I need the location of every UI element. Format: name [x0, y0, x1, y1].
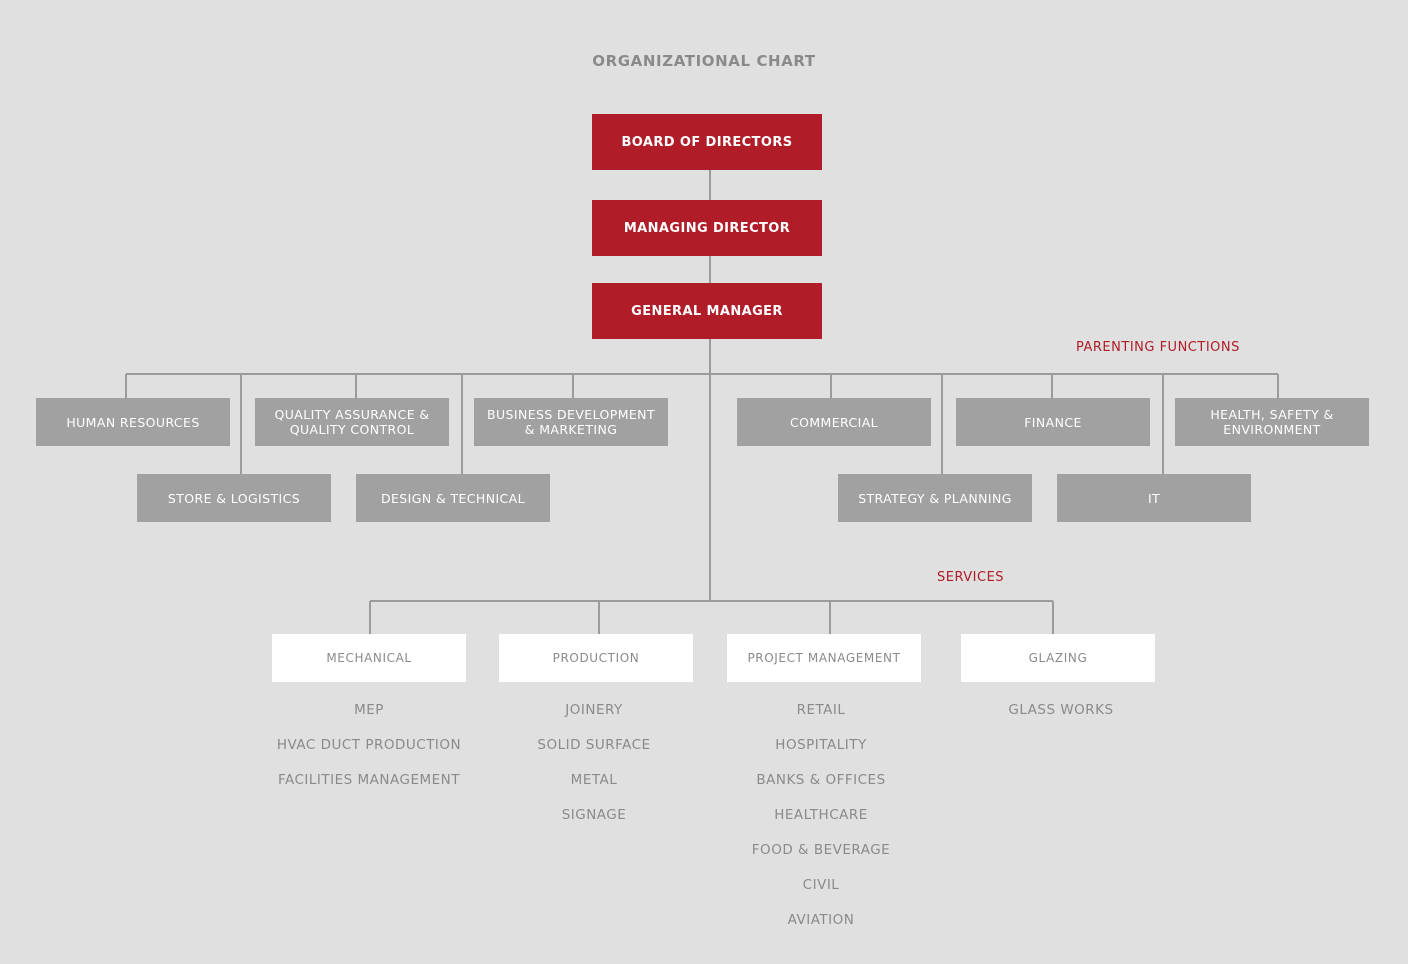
project-management-item: BANKS & OFFICES: [756, 772, 886, 788]
project-management-item: AVIATION: [787, 912, 855, 928]
managing-director-box: MANAGING DIRECTOR: [592, 200, 822, 256]
production-item: JOINERY: [565, 702, 623, 718]
chart-title: ORGANIZATIONAL CHART: [592, 52, 816, 70]
glazing-box: GLAZING: [961, 634, 1155, 682]
production-item: SIGNAGE: [561, 807, 627, 823]
production-item: SOLID SURFACE: [537, 737, 651, 753]
hse-box: HEALTH, SAFETY & ENVIRONMENT: [1175, 398, 1369, 446]
mechanical-box: MECHANICAL: [272, 634, 466, 682]
project-management-box: PROJECT MANAGEMENT: [727, 634, 921, 682]
production-box: PRODUCTION: [499, 634, 693, 682]
commercial-box: COMMERCIAL: [737, 398, 931, 446]
mechanical-item: MEP: [354, 702, 384, 718]
qa-qc-box: QUALITY ASSURANCE & QUALITY CONTROL: [255, 398, 449, 446]
human-resources-box: HUMAN RESOURCES: [36, 398, 230, 446]
project-management-item: FOOD & BEVERAGE: [751, 842, 891, 858]
project-management-item: RETAIL: [796, 702, 846, 718]
mechanical-item: HVAC DUCT PRODUCTION: [276, 737, 462, 753]
project-management-item: CIVIL: [802, 877, 840, 893]
board-of-directors-box: BOARD OF DIRECTORS: [592, 114, 822, 170]
glazing-item: GLASS WORKS: [1008, 702, 1114, 718]
general-manager-box: GENERAL MANAGER: [592, 283, 822, 339]
project-management-item: HOSPITALITY: [775, 737, 867, 753]
mechanical-item: FACILITIES MANAGEMENT: [277, 772, 461, 788]
store-logistics-box: STORE & LOGISTICS: [137, 474, 331, 522]
business-development-box: BUSINESS DEVELOPMENT & MARKETING: [474, 398, 668, 446]
finance-box: FINANCE: [956, 398, 1150, 446]
it-box: IT: [1057, 474, 1251, 522]
project-management-item: HEALTHCARE: [774, 807, 868, 823]
production-item: METAL: [570, 772, 618, 788]
design-technical-box: DESIGN & TECHNICAL: [356, 474, 550, 522]
services-label: SERVICES: [937, 570, 1005, 585]
parenting-functions-label: PARENTING FUNCTIONS: [1076, 340, 1240, 355]
strategy-planning-box: STRATEGY & PLANNING: [838, 474, 1032, 522]
